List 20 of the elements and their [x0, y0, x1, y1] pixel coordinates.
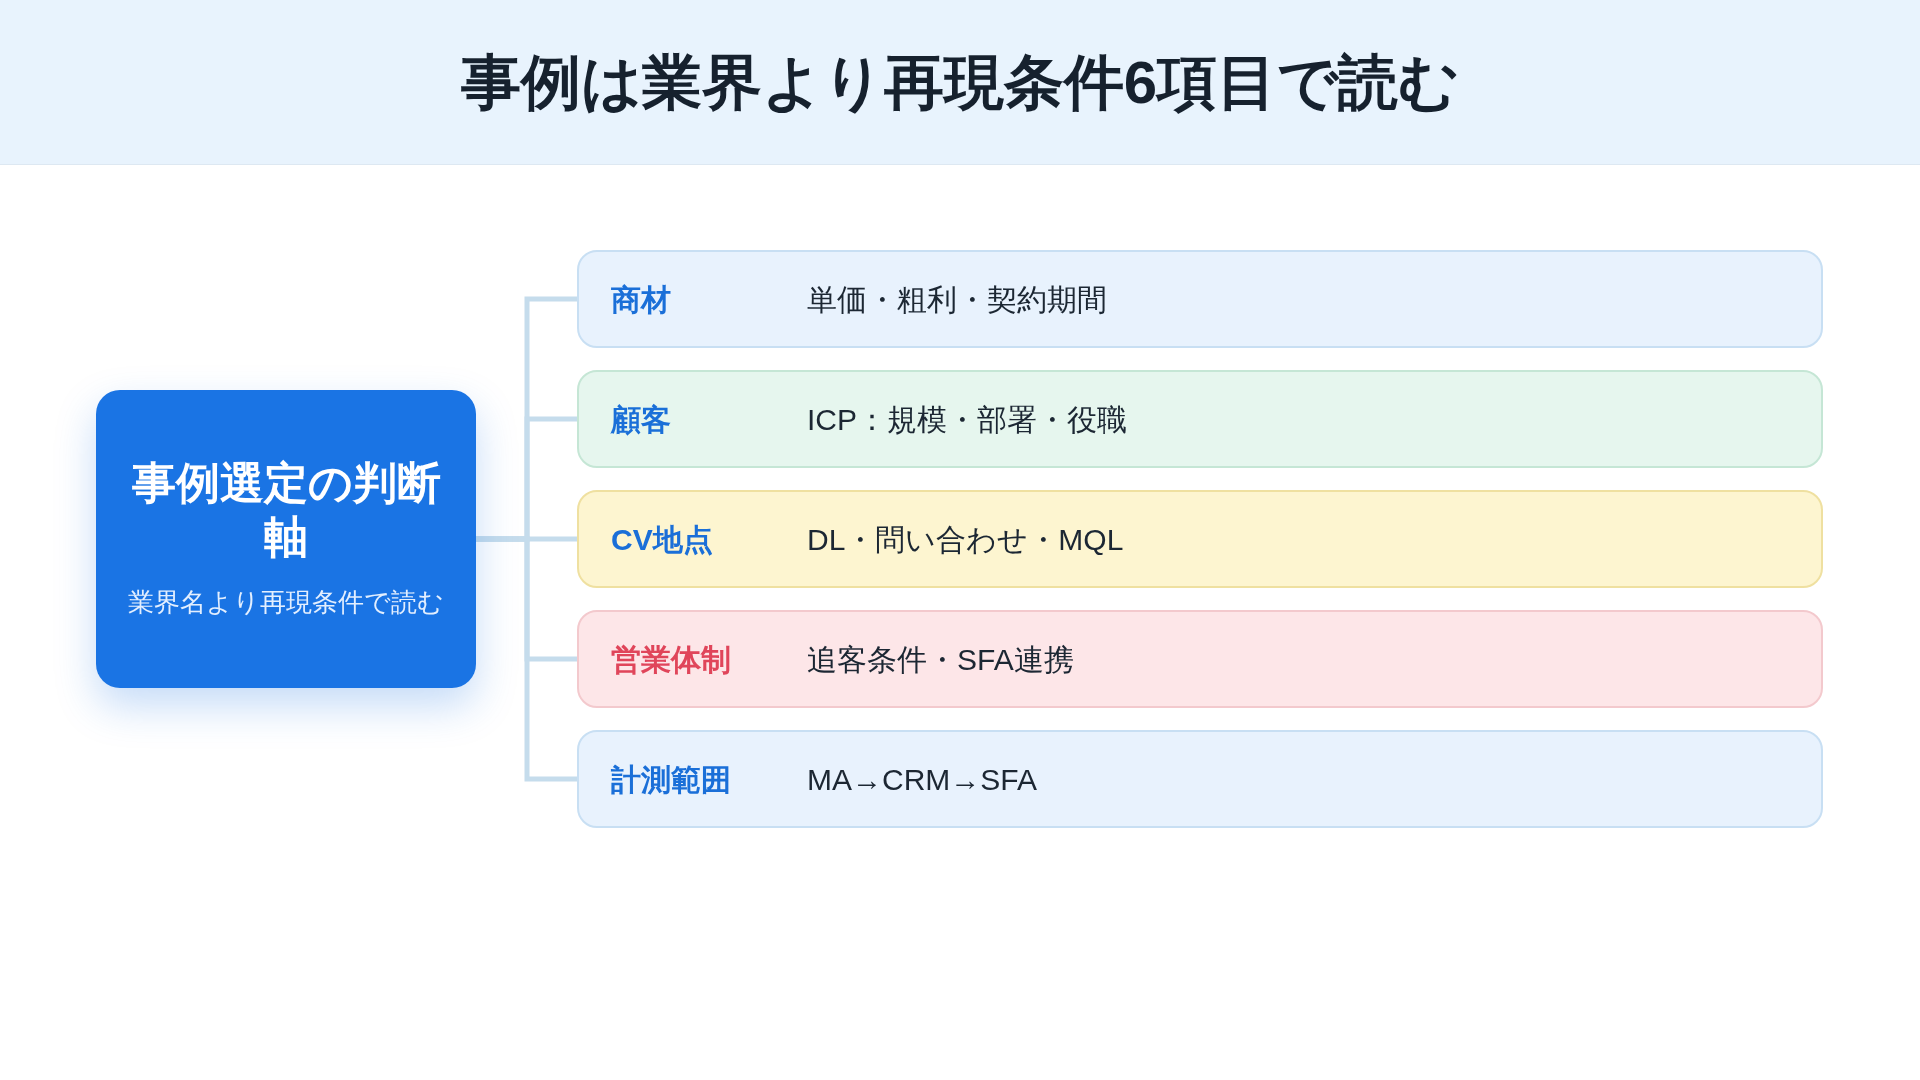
condition-row: [577, 490, 1823, 588]
card-subtitle: 業界名より再現条件で読む: [128, 586, 444, 619]
row-detail: ICP：規模・部署・役職: [807, 401, 1127, 438]
condition-row: [577, 610, 1823, 708]
title: 事例は業界より再現条件6項目で読む: [459, 50, 1461, 116]
connector-line: [476, 536, 577, 782]
row-label: 商材: [611, 281, 671, 318]
row-detail: DL・問い合わせ・MQL: [807, 521, 1124, 558]
condition-row: [577, 370, 1823, 468]
row-label: 計測範囲: [611, 761, 731, 798]
row-detail: 単価・粗利・契約期間: [807, 281, 1107, 318]
row-label: 営業体制: [611, 641, 731, 678]
card-heading: 事例選定の判断軸: [130, 457, 442, 563]
row-label: 顧客: [611, 401, 671, 438]
row-label: CV地点: [611, 521, 713, 558]
row-detail: MA→CRM→SFA: [807, 761, 1037, 798]
row-detail: 追客条件・SFA連携: [807, 641, 1074, 678]
axis-card: [96, 390, 476, 688]
condition-row: [577, 250, 1823, 348]
condition-row: [577, 730, 1823, 828]
